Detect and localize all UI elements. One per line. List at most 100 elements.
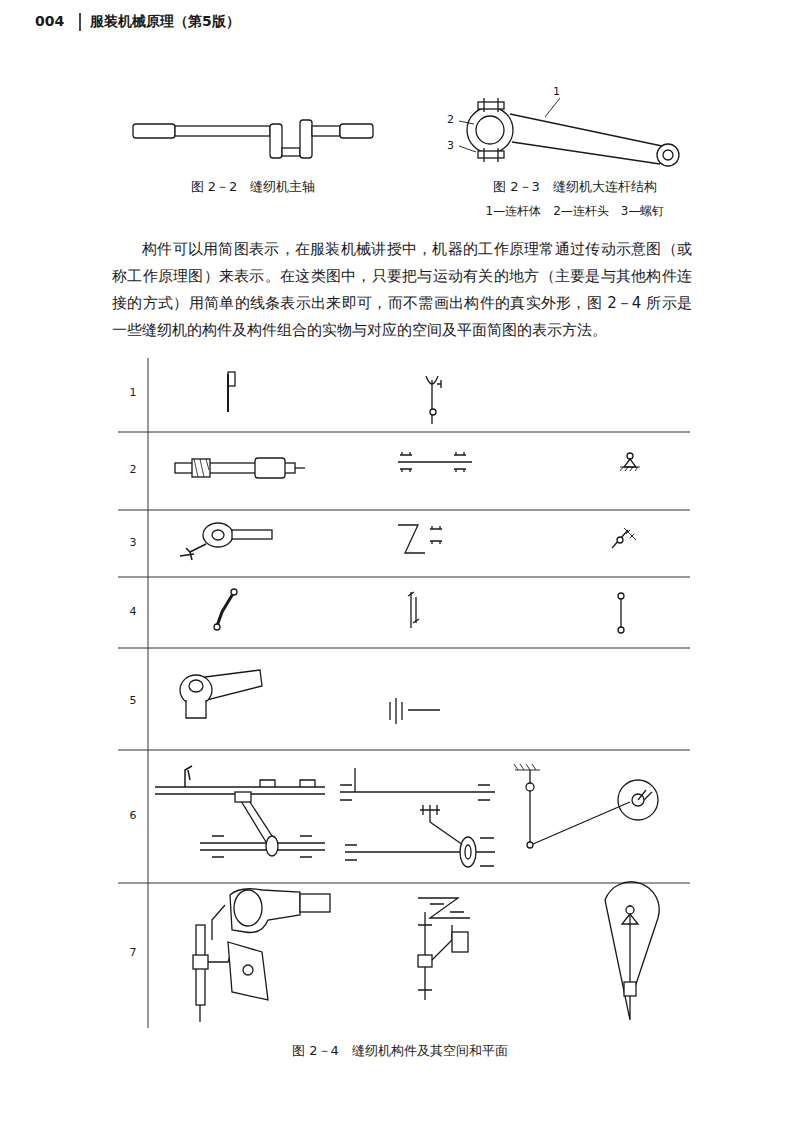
row6-sketches-stroke [430,822,463,845]
row7-sketches-stroke [622,914,638,924]
header-bar-stroke [79,13,81,31]
row-number: 4 [121,605,145,619]
figure-caption: 图 2－2 缝纫机主轴 [133,178,373,195]
row5-sketches-stroke [205,670,262,700]
table-rules [118,358,690,1028]
row4-sketches-stroke [415,597,416,623]
table-rules-stroke [118,750,690,751]
row6-sketches-stroke [200,843,325,850]
page-number: 004 [35,12,64,30]
row3-sketches-stroke [232,530,272,539]
row2-sketches-stroke [620,467,640,471]
row6-sketches-stroke [340,785,490,800]
row3-sketches-stroke [398,525,425,553]
row5-sketches-stroke [189,680,203,692]
main-shaft-figure-stroke [282,148,300,156]
figure-legend: 1—连杆体 2—连杆头 3—螺钉 [435,203,715,219]
connecting-rod-figure-stroke [657,144,679,166]
row-number: 3 [121,536,145,550]
row7-sketches-stroke [432,925,452,960]
row6-sketches-stroke [618,780,658,820]
row6-sketches-stroke [340,791,495,792]
row6-sketches-stroke [420,805,440,822]
row2-sketches-stroke [398,461,472,462]
row1-sketches-stroke [437,380,441,388]
row7-sketches [193,882,659,1022]
callout-number: 2 [447,113,454,127]
row6-sketches-stroke [212,836,312,857]
row7-sketches-stroke [605,900,658,1020]
row7-sketches-stroke [230,889,300,933]
row7-sketches-stroke [624,982,636,996]
row6-sketches-stroke [526,783,534,791]
main-shaft-figure-stroke [270,124,282,158]
row7-sketches-stroke [243,965,253,975]
row7-sketches-stroke [452,932,468,952]
connecting-rod-figure-stroke [483,148,484,162]
row4-sketches-stroke [620,598,621,628]
table-rules-stroke [148,358,149,1028]
row6-sketches-stroke [260,780,315,787]
row2-sketches-stroke [400,452,412,472]
row3-sketches-stroke [624,528,636,540]
row5-sketches-stroke [186,700,206,718]
row6-sketches-stroke [460,837,476,867]
row7-sketches-stroke [418,898,470,918]
row7-sketches-stroke [193,955,208,969]
row6-sketches-stroke [266,836,278,856]
row2-sketches-stroke [255,458,285,478]
row3-sketches-stroke [203,523,233,547]
connecting-rod-figure-stroke [497,148,498,162]
main-shaft-figure [133,120,373,158]
row3-sketches-stroke [612,530,628,548]
running-head: 服装机械原理（第5版） [90,12,240,30]
connecting-rod-figure-stroke [476,116,504,144]
connecting-rod-figure-stroke [663,150,673,160]
row2-sketches [175,452,640,478]
row3-sketches-stroke [617,537,623,543]
row2-sketches-stroke [192,459,210,477]
main-shaft-figure-stroke [175,126,270,136]
row-number: 7 [121,946,145,960]
callout-number: 1 [553,85,560,99]
row6-sketches-stroke [527,842,533,848]
figure-caption: 图 2－3 缝纫机大连杆结构 [435,178,715,195]
connecting-rod-figure-stroke [459,121,474,124]
row6-sketches-stroke [529,770,530,845]
row7-sketches-stroke [300,894,330,912]
connecting-rod-figure-stroke [497,98,498,112]
row4-sketches-stroke [618,627,624,633]
connecting-rod-figure-stroke [478,151,504,158]
main-shaft-figure-stroke [300,120,312,158]
row4-sketches-stroke [410,592,411,628]
row6-sketches-stroke [354,768,355,792]
row6-sketches-stroke [638,790,652,800]
row3-sketches-stroke [180,544,206,560]
row3-sketches [180,523,636,560]
row2-sketches-stroke [624,459,636,467]
row2-sketches-stroke [194,459,209,477]
row2-sketches-stroke [454,452,466,472]
row6-sketches-stroke [533,802,630,844]
row6-sketches [155,764,658,867]
row-number: 5 [121,694,145,708]
row4-sketches-stroke [214,624,220,630]
row7-sketches-stroke [212,905,225,940]
row1-sketches-stroke [228,372,235,386]
table-rules-stroke [118,432,690,433]
table-rules-stroke [118,577,690,578]
row1-sketches-stroke [426,376,438,384]
callout-number: 3 [447,139,454,153]
connecting-rod-figure-stroke [545,98,560,117]
connecting-rod-figure-stroke [467,107,513,153]
row7-sketches-stroke [234,890,262,926]
body-paragraph: 构件可以用简图表示，在服装机械讲授中，机器的工作原理常通过传动示意图（或称工作原… [112,236,692,344]
row7-sketches-stroke [605,882,659,918]
row1-sketches-stroke [430,409,436,415]
row-number: 1 [121,386,145,400]
table-rules-stroke [118,510,690,511]
row-number: 6 [121,809,145,823]
row4-sketches-stroke [408,592,419,623]
